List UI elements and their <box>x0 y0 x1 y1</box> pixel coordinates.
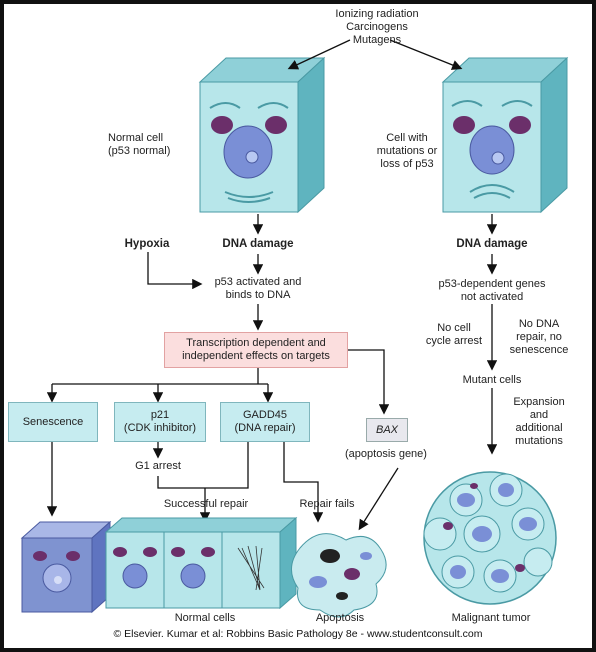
normal-cells-illustration <box>104 516 298 610</box>
mutant-cells-label: Mutant cells <box>462 374 522 386</box>
apoptosis-illustration <box>291 533 387 618</box>
normal-cell-label: Normal cell (p53 normal) <box>108 132 171 157</box>
normal-cell-illustration <box>198 56 326 214</box>
mutant-cell-label: Cell with mutations or loss of p53 <box>376 132 438 170</box>
dna-damage-left-label: DNA damage <box>222 238 294 250</box>
copyright-footer: © Elsevier. Kumar et al: Robbins Basic P… <box>113 628 483 640</box>
transcription-box: Transcription dependent and independent … <box>164 332 348 368</box>
expansion-label: Expansion and additional mutations <box>513 396 565 447</box>
top-causes-label: Ionizing radiation Carcinogens Mutagens <box>335 8 419 46</box>
no-cell-cycle-arrest-label: No cell cycle arrest <box>425 322 483 347</box>
repair-fails-label: Repair fails <box>299 498 355 510</box>
no-dna-repair-label: No DNA repair, no senescence <box>509 318 569 356</box>
gadd45-box: GADD45 (DNA repair) <box>220 402 310 442</box>
g1-arrest-label: G1 arrest <box>135 460 181 472</box>
mutant-cell-illustration <box>441 56 569 214</box>
p53-activated-label: p53 activated and binds to DNA <box>214 276 302 301</box>
normal-cells-label: Normal cells <box>174 612 236 624</box>
senescence-box: Senescence <box>8 402 98 442</box>
malignant-tumor-label: Malignant tumor <box>451 612 531 624</box>
senescent-cell-illustration <box>20 520 112 614</box>
bax-sub-label: (apoptosis gene) <box>345 448 427 460</box>
bax-box: BAX <box>366 418 408 442</box>
apoptosis-label: Apoptosis <box>315 612 365 624</box>
p53-dependent-genes-label: p53-dependent genes not activated <box>438 278 546 303</box>
p21-box: p21 (CDK inhibitor) <box>114 402 206 442</box>
hypoxia-label: Hypoxia <box>124 238 170 250</box>
dna-damage-right-label: DNA damage <box>456 238 528 250</box>
successful-repair-label: Successful repair <box>163 498 249 510</box>
malignant-tumor-illustration <box>423 471 557 605</box>
